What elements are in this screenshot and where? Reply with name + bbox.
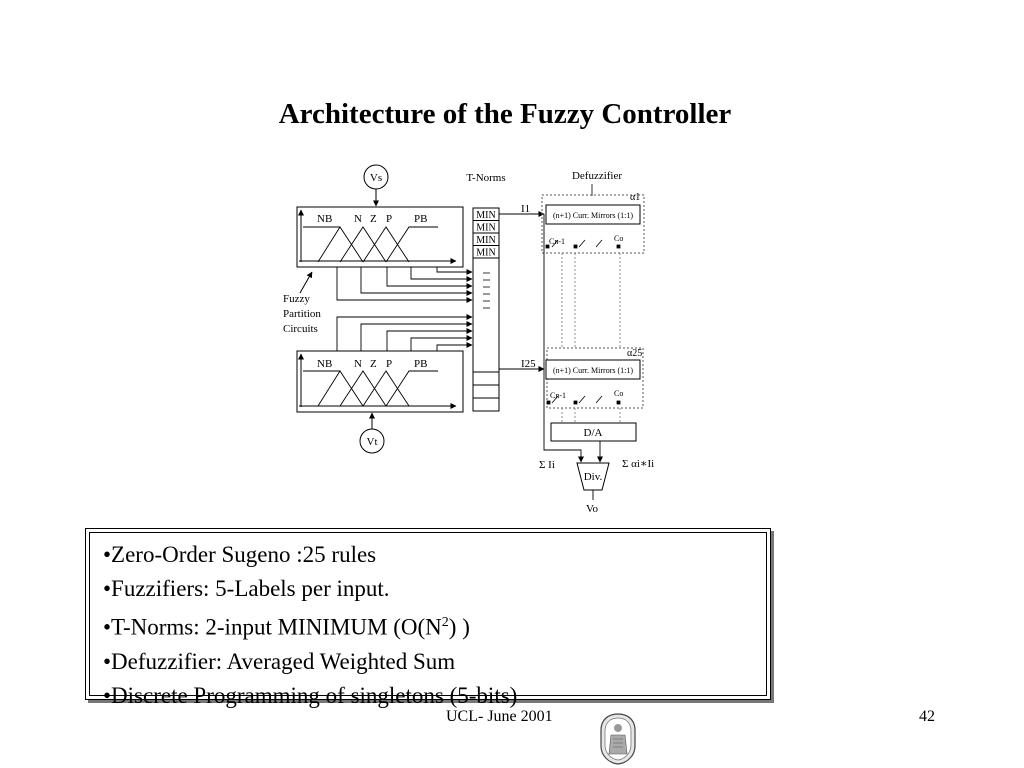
label-p-top: P bbox=[386, 213, 392, 225]
partition-pointer-arrow bbox=[299, 271, 313, 294]
partition-label-line-3: Circuits bbox=[283, 323, 318, 335]
alpha-25-label: α25 bbox=[627, 348, 642, 359]
summary-box-inner: •Zero-Order Sugeno :25 rules •Fuzzifiers… bbox=[89, 532, 767, 708]
co-label-bottom: Co bbox=[614, 389, 623, 398]
sum-ii-label: Σ Ii bbox=[539, 459, 555, 471]
min-cell-label: MIN bbox=[476, 210, 495, 221]
vo-label: Vo bbox=[586, 503, 599, 515]
defuzzifier-label: Defuzzifier bbox=[572, 170, 622, 182]
partition-to-min-wires bbox=[336, 267, 473, 351]
bullet-item: •Defuzzifier: Averaged Weighted Sum bbox=[103, 648, 456, 674]
fuzzy-controller-diagram: Vs NB N Z P PB NB N Z P PB Vt Fuzzy Part… bbox=[283, 164, 654, 515]
fuzzy-partition-bottom: NB N Z P PB bbox=[296, 350, 464, 413]
sum-alpha-ii-label: Σ αi∗Ii bbox=[622, 458, 654, 470]
label-z-bottom: Z bbox=[370, 358, 377, 370]
label-p-bottom: P bbox=[386, 358, 392, 370]
bullet-item: •Zero-Order Sugeno :25 rules bbox=[103, 542, 377, 567]
label-n-bottom: N bbox=[354, 358, 362, 370]
co-label-top: Co bbox=[614, 234, 623, 243]
defuzzifier-block-top: (n+1) Curr. Mirrors (1:1) α1 Cn-1 Co bbox=[541, 192, 645, 254]
label-pb-bottom: PB bbox=[414, 358, 427, 370]
bullet-item: •Discrete Programming of singletons (5-b… bbox=[103, 682, 518, 708]
label-nb-top: NB bbox=[317, 213, 332, 225]
mirror-label-bottom: (n+1) Curr. Mirrors (1:1) bbox=[553, 366, 633, 375]
mirror-label-top: (n+1) Curr. Mirrors (1:1) bbox=[553, 211, 633, 220]
min-cell-label: MIN bbox=[476, 223, 495, 234]
da-label: D/A bbox=[584, 427, 603, 439]
current-i25-label: I25 bbox=[521, 358, 536, 370]
university-seal-icon bbox=[600, 713, 636, 765]
vt-label: Vt bbox=[367, 436, 378, 448]
alpha-1-label: α1 bbox=[630, 192, 640, 203]
summary-box: •Zero-Order Sugeno :25 rules •Fuzzifiers… bbox=[85, 528, 771, 708]
summary-bullet-list: •Zero-Order Sugeno :25 rules •Fuzzifiers… bbox=[103, 538, 517, 713]
bullet-item: •Fuzzifiers: 5-Labels per input. bbox=[103, 576, 390, 601]
footer-text: UCL- June 2001 bbox=[446, 708, 553, 725]
min-cell-label: MIN bbox=[476, 235, 495, 246]
fuzzy-partition-top: NB N Z P PB bbox=[296, 206, 464, 268]
label-pb-top: PB bbox=[414, 213, 427, 225]
partition-label-line-2: Partition bbox=[283, 308, 321, 320]
min-cell-label: MIN bbox=[476, 248, 495, 259]
cn1-label-bottom: Cn-1 bbox=[550, 391, 566, 400]
bullet-item: •T-Norms: 2-input MINIMUM (O(N2) ) bbox=[103, 614, 470, 640]
current-i1-label: I1 bbox=[521, 203, 530, 215]
tnorms-label: T-Norms bbox=[466, 172, 505, 184]
superscript-2: 2 bbox=[441, 615, 449, 630]
divider-block bbox=[576, 462, 610, 491]
da-converter bbox=[550, 422, 637, 442]
label-nb-bottom: NB bbox=[317, 358, 332, 370]
page-number: 42 bbox=[919, 708, 935, 725]
partition-label-line-1: Fuzzy bbox=[283, 293, 310, 305]
div-label: Div. bbox=[584, 471, 603, 483]
vs-label: Vs bbox=[370, 172, 382, 184]
defuzzifier-bus-lines bbox=[561, 253, 621, 424]
label-z-top: Z bbox=[370, 213, 377, 225]
current-sum-wire bbox=[543, 214, 584, 463]
defuzzifier-block-bottom: (n+1) Curr. Mirrors (1:1) α25 Cn-1 Co bbox=[545, 347, 644, 409]
slide-title: Architecture of the Fuzzy Controller bbox=[278, 98, 732, 130]
label-n-top: N bbox=[354, 213, 362, 225]
